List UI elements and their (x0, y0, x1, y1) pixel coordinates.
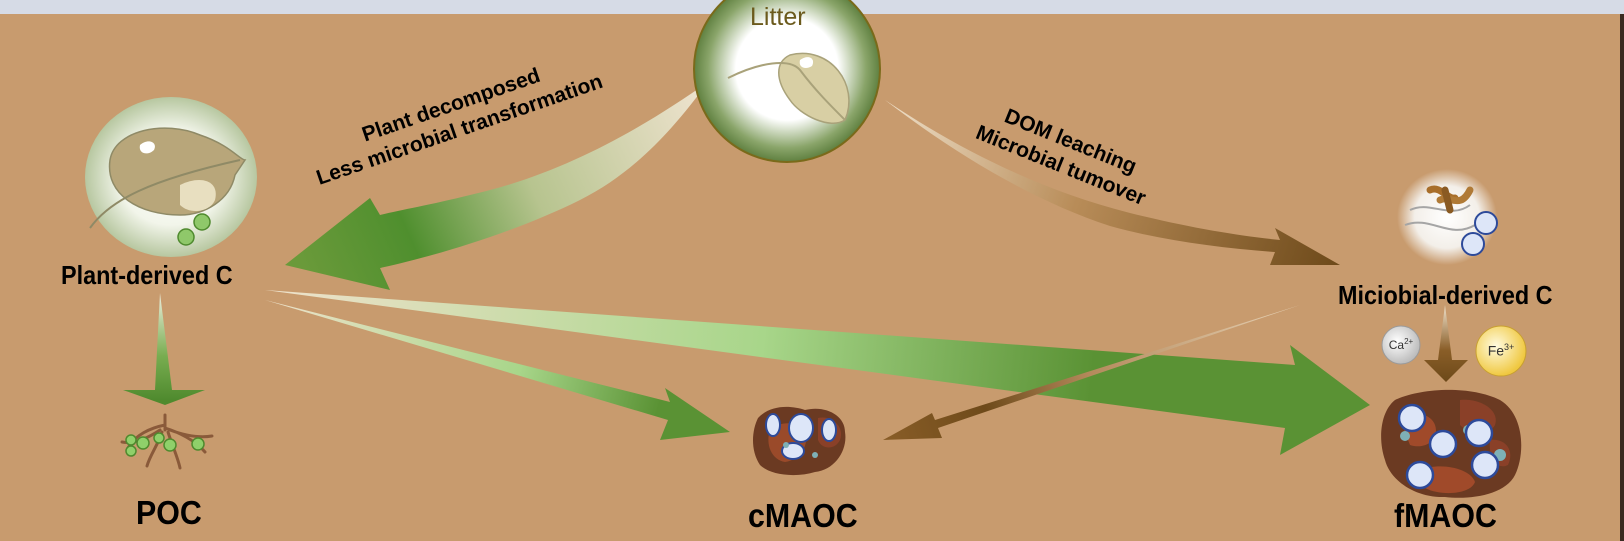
arrow-plant-to-fmaoc (265, 290, 1370, 455)
litter-node (693, 0, 881, 163)
arrow-plant-to-cmaoc (265, 300, 730, 440)
cmaoc-label: cMAOC (748, 497, 858, 534)
fe-ion-label: Fe3+ (1479, 342, 1523, 359)
microbial-derived-label: Miciobial-derived C (1338, 280, 1553, 310)
arrow-litter-to-microbial (885, 100, 1340, 265)
fine-aggregate-icon (1381, 389, 1522, 498)
plant-derived-node (85, 97, 257, 257)
ion-charge: 3+ (1504, 342, 1515, 352)
decomposing-leaf-icon (89, 127, 247, 246)
right-edge (1620, 14, 1624, 541)
ca-ion-icon (1381, 325, 1421, 365)
poc-label: POC (136, 494, 202, 531)
coarse-aggregate-icon (753, 406, 846, 476)
microbe-icon (1404, 185, 1498, 256)
ca-ion-label: Ca2+ (1384, 337, 1418, 352)
ion-symbol: Fe (1487, 342, 1505, 359)
leaf-icon (727, 52, 850, 124)
litter-label: Litter (750, 3, 806, 31)
plant-derived-label: Plant-derived C (61, 260, 233, 290)
ion-charge: 2+ (1404, 337, 1414, 346)
fmaoc-label: fMAOC (1394, 497, 1497, 534)
fe-ion-icon (1475, 325, 1527, 377)
ion-symbol: Ca (1388, 338, 1405, 352)
arrow-plant-to-poc (123, 293, 205, 405)
microbial-derived-node (1397, 169, 1498, 265)
roots-icon (120, 413, 214, 470)
arrow-litter-to-plant (285, 82, 708, 290)
arrow-microbial-to-cmaoc (883, 305, 1300, 440)
arrow-microbial-to-fmaoc (1424, 305, 1468, 382)
